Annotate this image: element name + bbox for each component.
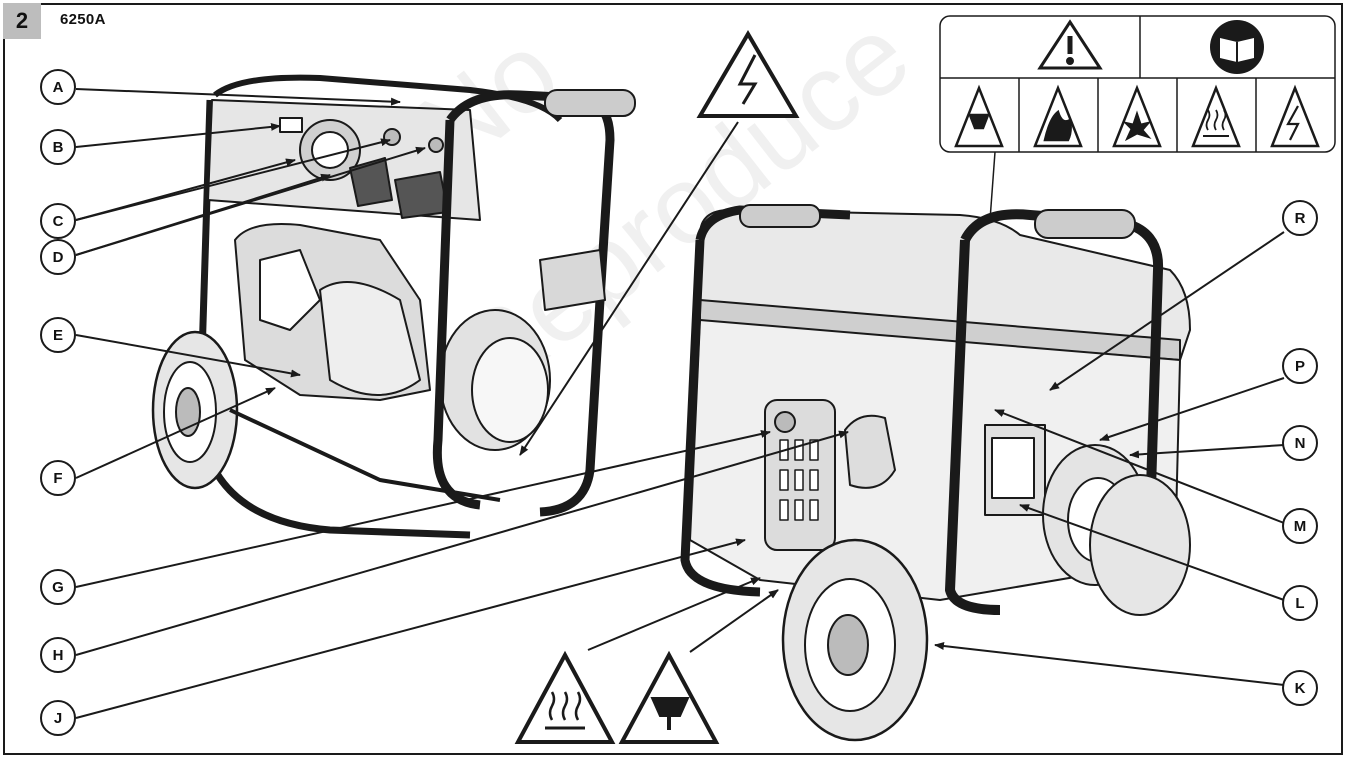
- leader-lines: [75, 88, 1285, 719]
- callout-h: H: [40, 637, 76, 673]
- toxic-fumes-icon: [954, 84, 1004, 148]
- callout-m: M: [1282, 508, 1318, 544]
- callout-p: P: [1282, 348, 1318, 384]
- callout-l: L: [1282, 585, 1318, 621]
- figure-number: 2: [3, 3, 41, 39]
- callout-k: K: [1282, 670, 1318, 706]
- callout-r: R: [1282, 200, 1318, 236]
- read-manual-icon: [1210, 20, 1264, 74]
- right-handle: [695, 205, 851, 242]
- callout-d: D: [40, 239, 76, 275]
- callout-j: J: [40, 700, 76, 736]
- model-name: 6250A: [60, 11, 106, 28]
- electric-shock-warning: [696, 30, 800, 118]
- hot-surface-icon: [1191, 84, 1241, 148]
- figure-frame: [3, 3, 1343, 755]
- callout-n: N: [1282, 425, 1318, 461]
- callout-b: B: [40, 129, 76, 165]
- callout-e: E: [40, 317, 76, 353]
- callout-a: A: [40, 69, 76, 105]
- hot-surface-warning: [514, 650, 616, 744]
- toxic-fumes-warning: [618, 650, 720, 744]
- electric-shock-icon: [1270, 84, 1320, 148]
- callout-f: F: [40, 460, 76, 496]
- fire-icon: [1033, 84, 1083, 148]
- callout-c: C: [40, 203, 76, 239]
- left-generator: [151, 74, 636, 539]
- right-generator: [680, 204, 1191, 742]
- explosion-icon: [1112, 84, 1162, 148]
- callout-g: G: [40, 569, 76, 605]
- warning-exclamation-icon: [1037, 19, 1103, 70]
